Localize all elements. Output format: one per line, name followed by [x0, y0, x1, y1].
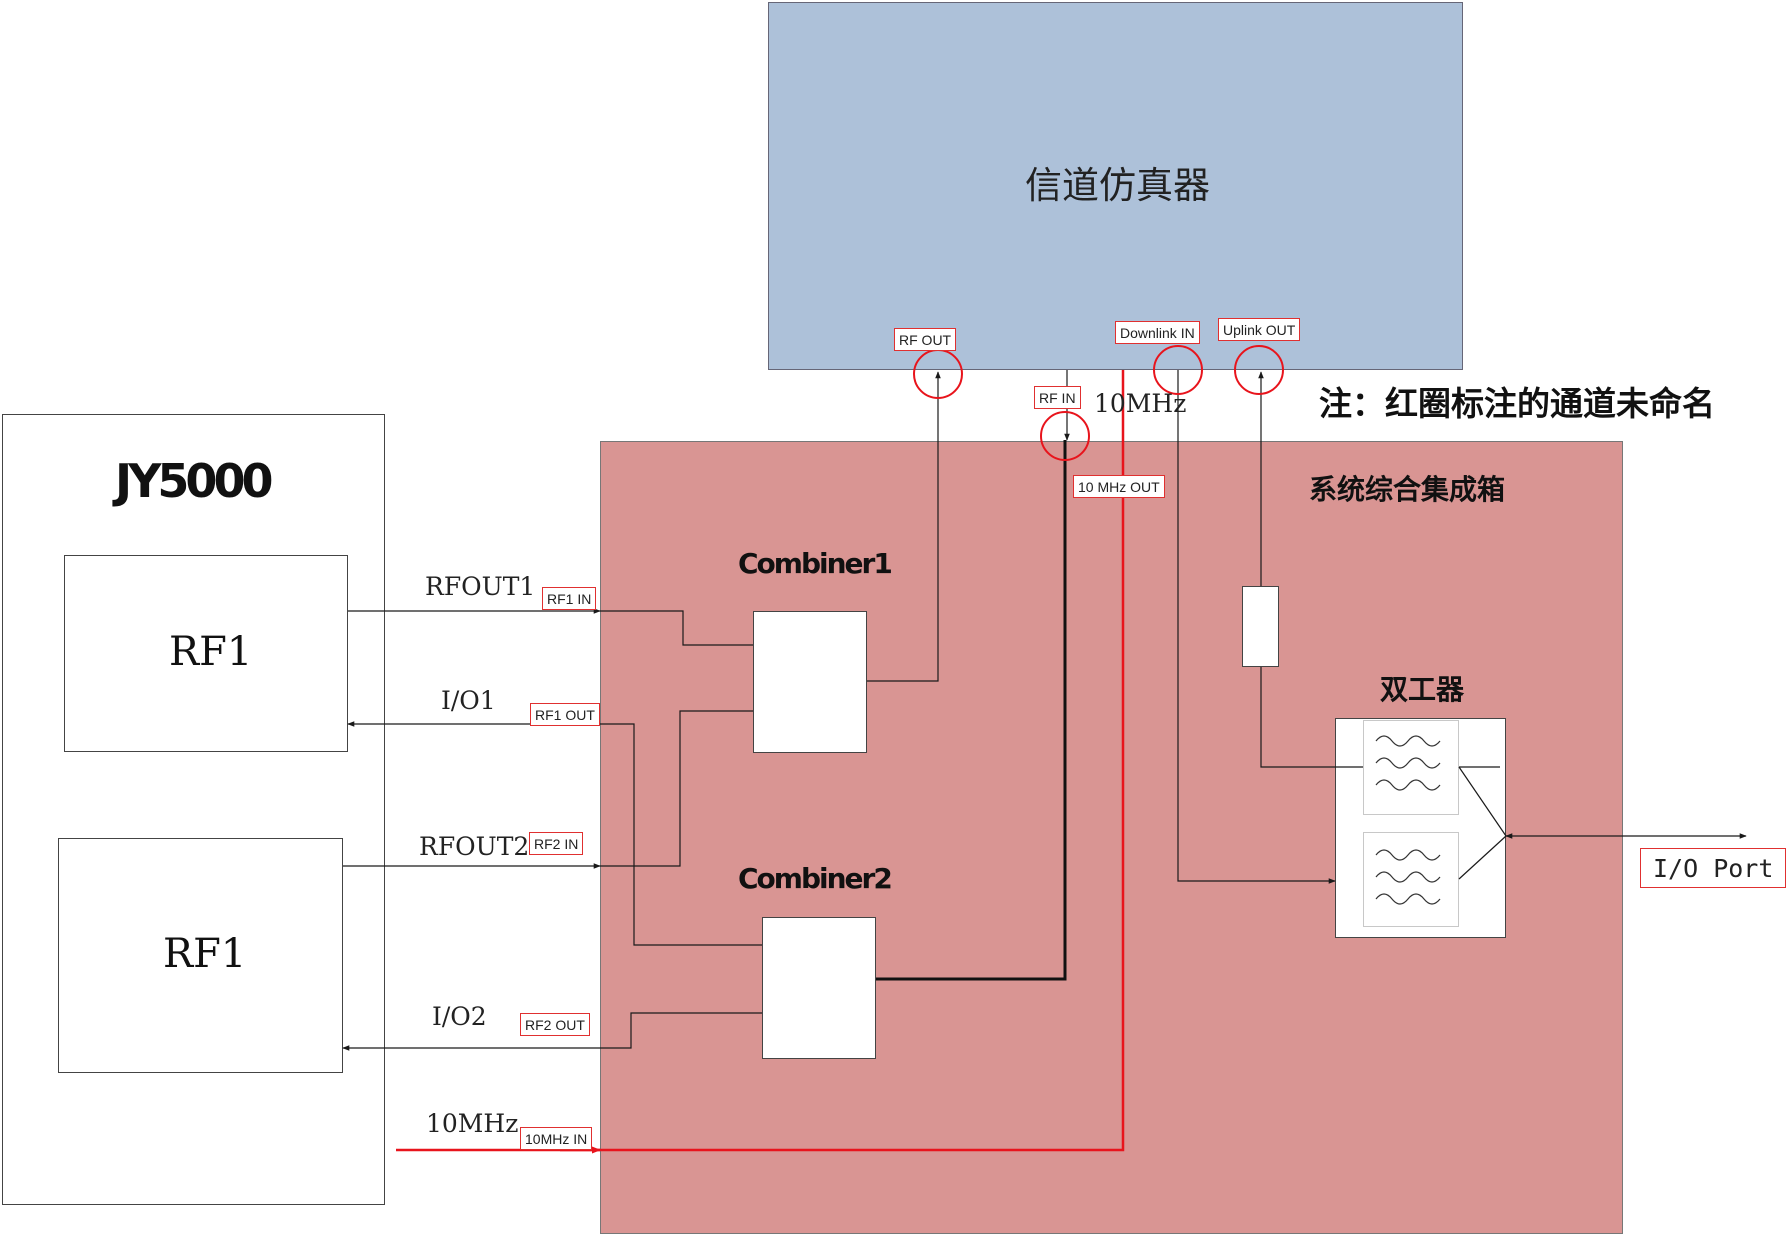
duplexer-label: 双工器	[1380, 673, 1465, 706]
port-uplink-out: Uplink OUT	[1218, 318, 1301, 341]
device-title: JY5000	[115, 454, 273, 508]
combiner-1-box	[753, 611, 867, 753]
signal-rfout2: RFOUT2	[419, 832, 530, 861]
filter-icon	[1363, 720, 1459, 815]
unnamed-channel-circle	[1234, 345, 1284, 395]
rf-module-1-label: RF1	[169, 629, 253, 675]
signal-io1: I/O1	[441, 686, 496, 715]
wire-rf1in-combiner1	[600, 610, 753, 646]
combiner-2-label: Combiner2	[738, 862, 893, 895]
port-rf1-out: RF1 OUT	[530, 703, 600, 726]
port-rf2-out: RF2 OUT	[520, 1013, 590, 1036]
filter-icon	[1363, 832, 1459, 927]
wire-downlink	[1177, 370, 1336, 884]
rf-module-1	[64, 555, 348, 752]
wire-combiner2-rfin	[876, 440, 1067, 981]
signal-10mhz-top: 10MHz	[1094, 389, 1187, 418]
jy5000-box	[2, 414, 385, 1205]
wire-rf1out-combiner2	[600, 723, 762, 946]
rf-module-2	[58, 838, 343, 1073]
port-sim-rf-out: RF OUT	[894, 328, 957, 351]
port-rf2-in: RF2 IN	[529, 832, 584, 855]
combiner-2-box	[762, 917, 876, 1059]
port-rf1-in: RF1 IN	[542, 587, 597, 610]
port-10mhz-out: 10 MHz OUT	[1073, 475, 1165, 498]
note-text: 注：红圈标注的通道未命名	[1319, 384, 1715, 423]
wire-10mhz	[396, 370, 1125, 1152]
unnamed-channel-circle	[1153, 345, 1203, 395]
simulator-title: 信道仿真器	[1025, 164, 1210, 207]
channel-simulator-box	[768, 2, 1463, 370]
rf-module-2-label: RF1	[163, 931, 247, 977]
combiner-1-label: Combiner1	[738, 547, 893, 580]
signal-10mhz-in: 10MHz	[426, 1109, 519, 1138]
wire-io2	[342, 1012, 762, 1051]
port-io: I/O Port	[1640, 848, 1787, 888]
wire-rf-out	[867, 371, 941, 682]
wire-filter1-common	[1458, 766, 1507, 837]
uplink-attenuator	[1242, 586, 1279, 667]
signal-rfout1: RFOUT1	[425, 572, 536, 601]
wire-uplink-duplexer	[1260, 667, 1363, 768]
port-10mhz-in: 10MHz IN	[520, 1127, 593, 1150]
wire-rf2in-combiner1	[600, 710, 753, 867]
wire-filter2-common	[1458, 835, 1507, 880]
unnamed-channel-circle	[1040, 411, 1090, 461]
port-downlink-in: Downlink IN	[1115, 321, 1200, 344]
signal-io2: I/O2	[432, 1002, 487, 1031]
integration-box-title: 系统综合集成箱	[1309, 473, 1506, 506]
port-sim-rf-in: RF IN	[1034, 386, 1081, 409]
